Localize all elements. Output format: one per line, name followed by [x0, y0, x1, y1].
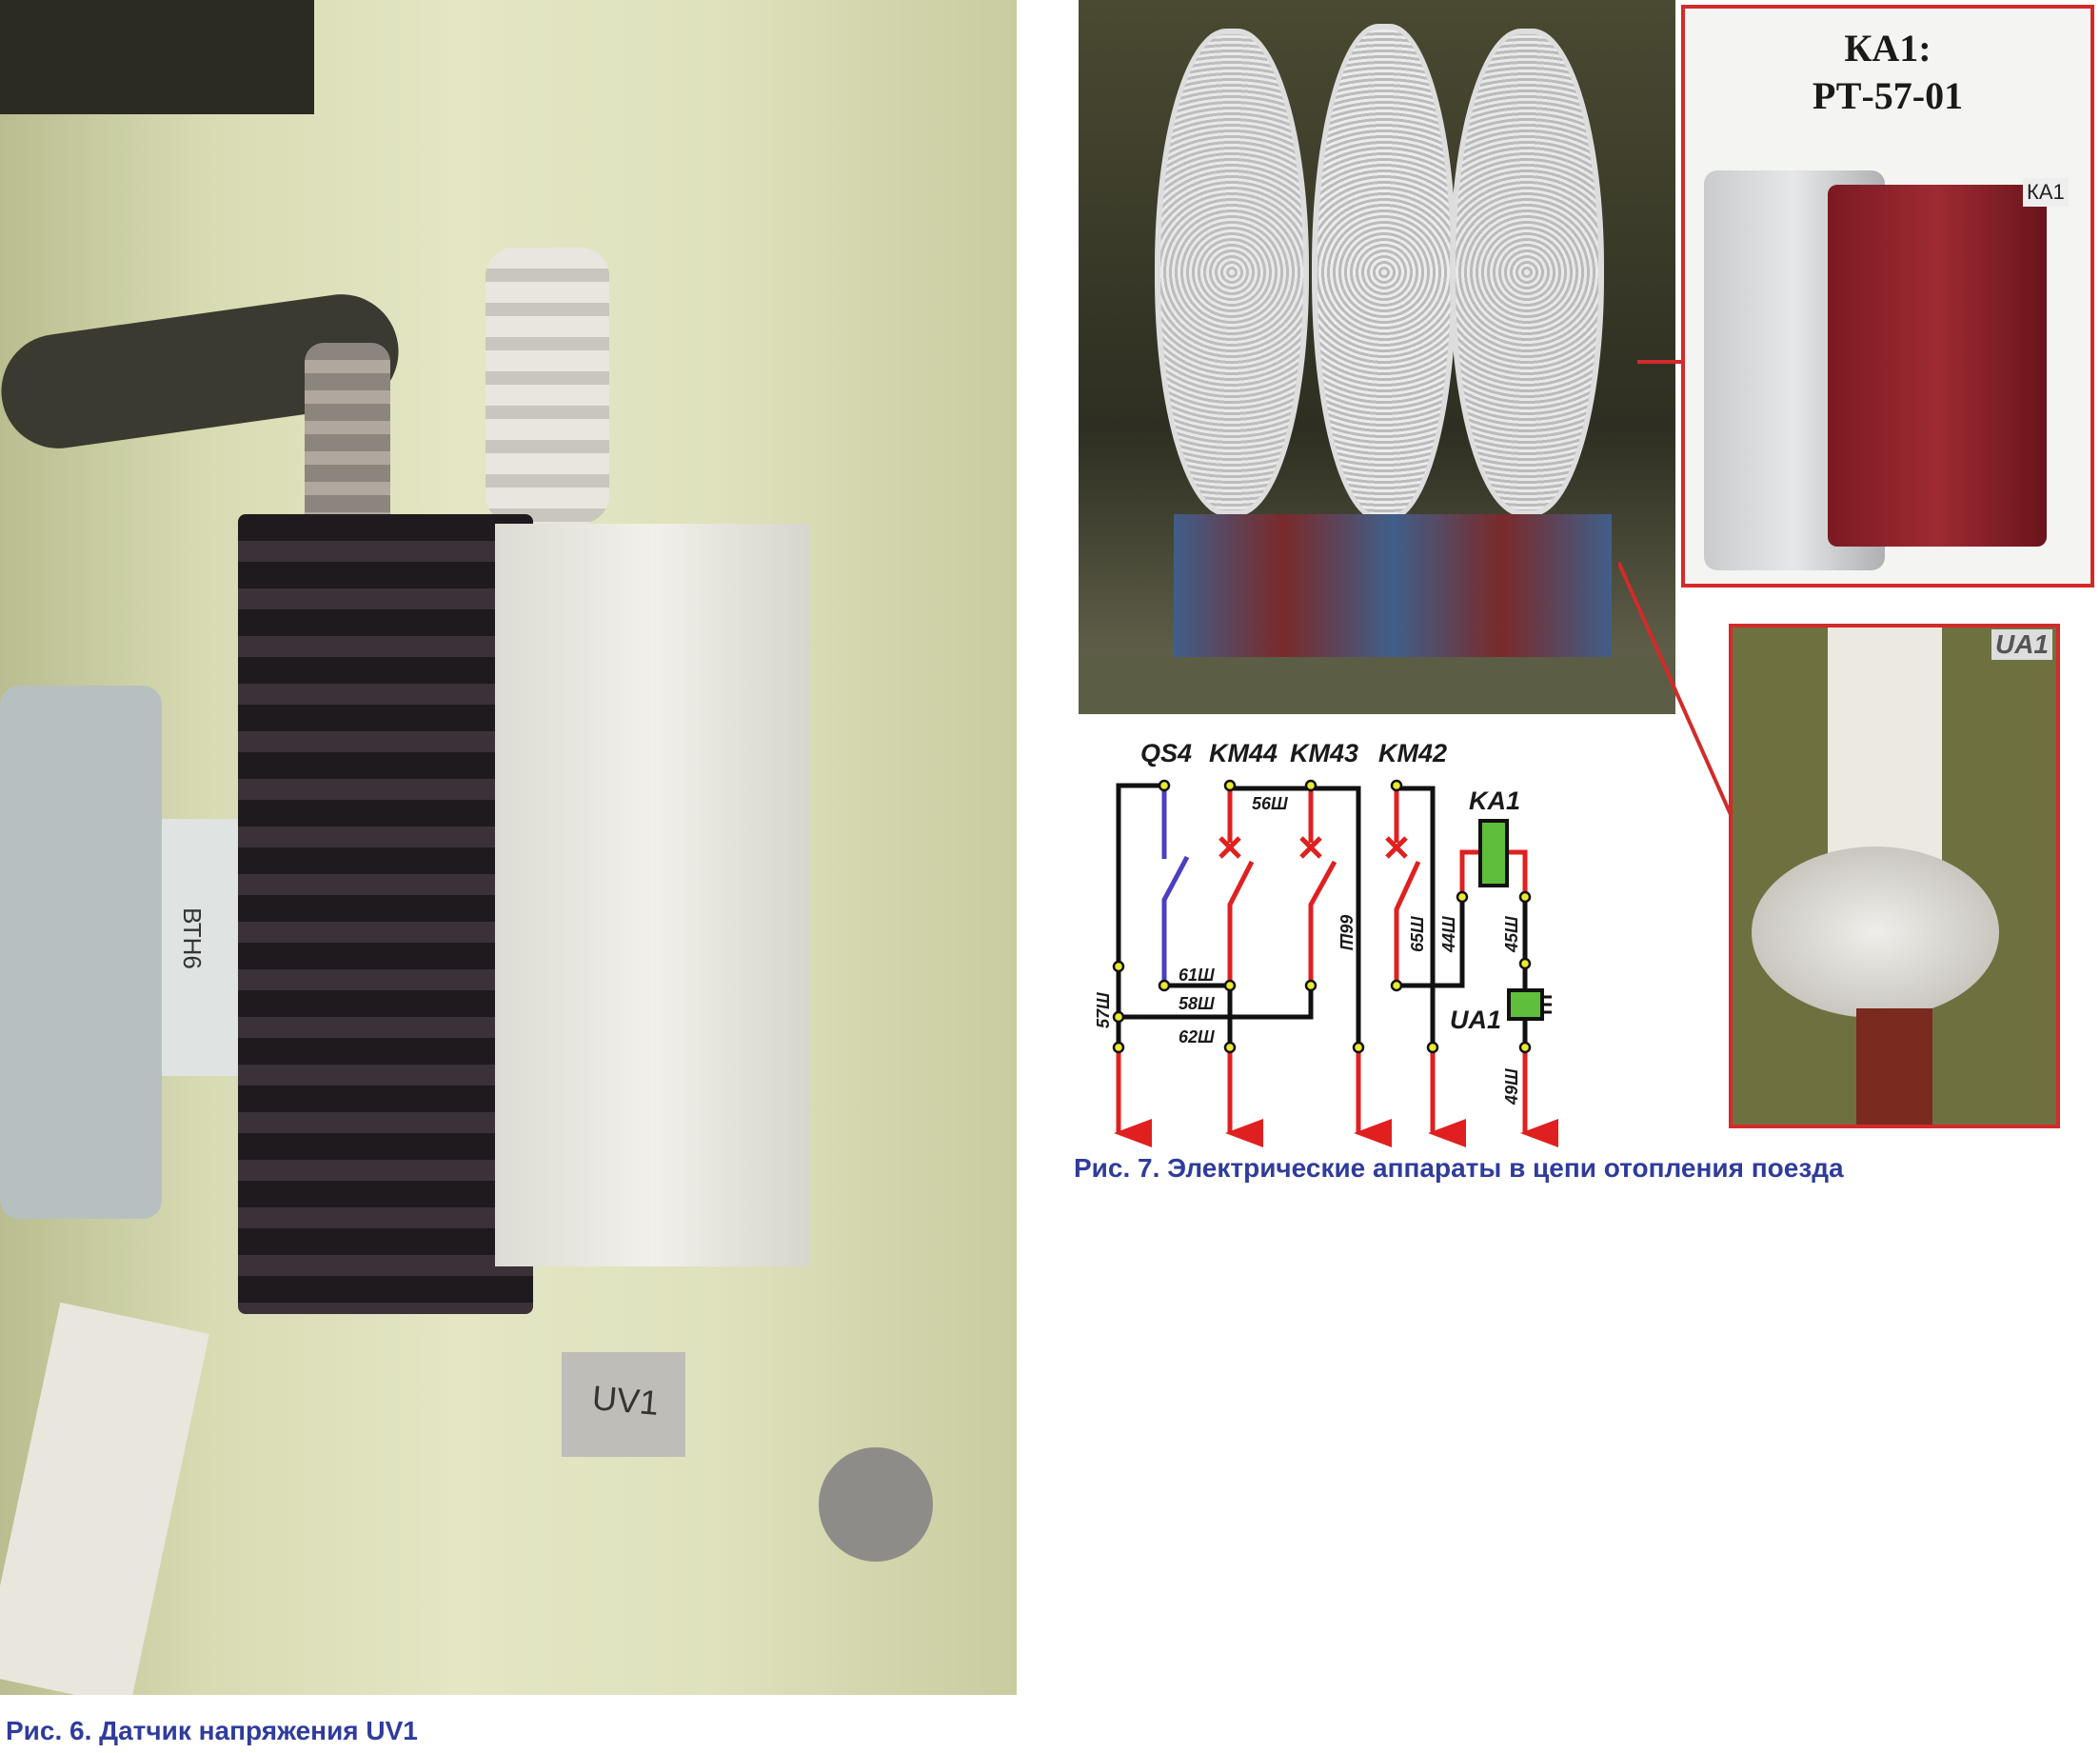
ka1-callout: КА1: РТ-57-01 КА1 [1681, 5, 2094, 588]
wire-61: 61Ш [1179, 966, 1215, 985]
wire-66: 66Ш [1337, 914, 1356, 950]
wire-45: 45Ш [1502, 916, 1521, 953]
arc-chute-icons [1218, 836, 1408, 859]
ua1-sensor [1507, 988, 1544, 1021]
ua1-callout: UA1 [1729, 624, 2060, 1128]
figure-6-caption: Рис. 6. Датчик напряжения UV1 [6, 1716, 418, 1745]
ka1-title: КА1: [1844, 27, 1932, 70]
figure-7-caption: Рис. 7. Электрические аппараты в цепи от… [1074, 1153, 1844, 1183]
wire-56: 56Ш [1252, 794, 1288, 813]
heating-circuit-apparatus-photo [1079, 0, 1675, 714]
qs4-switch [1161, 786, 1190, 986]
device-side-tag: ВТН6 [176, 904, 207, 973]
ua1-photo-tag: UA1 [1991, 629, 2052, 660]
label-ka1: KA1 [1469, 787, 1520, 815]
wire-49: 49Ш [1502, 1068, 1521, 1106]
callout-line-ua1 [1618, 562, 1734, 820]
ka1-photo-tag: КА1 [2023, 178, 2069, 207]
callout-line-ka1 [1637, 360, 1685, 364]
ua1-output-pins [1542, 995, 1552, 1014]
label-km44: KM44 [1209, 739, 1278, 767]
wire-65: 65Ш [1408, 916, 1427, 952]
label-km42: KM42 [1378, 739, 1447, 767]
wire-44: 44Ш [1439, 916, 1458, 953]
ka1-coil [1478, 819, 1509, 887]
output-arrows [1114, 1052, 1558, 1147]
terminal-nodes [1112, 779, 1532, 1054]
device-tag-uv1: UV1 [590, 1378, 661, 1423]
control-wires [1116, 783, 1528, 1052]
wire-58: 58Ш [1179, 994, 1215, 1013]
label-km43: KM43 [1290, 739, 1358, 767]
ka1-model: РТ-57-01 [1812, 74, 1964, 117]
wire-57: 57Ш [1094, 992, 1113, 1028]
wire-62: 62Ш [1179, 1027, 1215, 1046]
voltage-sensor-photo: UV1 ВТН6 [0, 0, 1017, 1695]
label-ua1: UA1 [1450, 1006, 1501, 1034]
label-qs4: QS4 [1140, 739, 1192, 767]
heating-circuit-schematic: QS4 KM44 KM43 KM42 KA1 UA1 56Ш 61Ш 58Ш 6… [1094, 739, 1558, 1147]
